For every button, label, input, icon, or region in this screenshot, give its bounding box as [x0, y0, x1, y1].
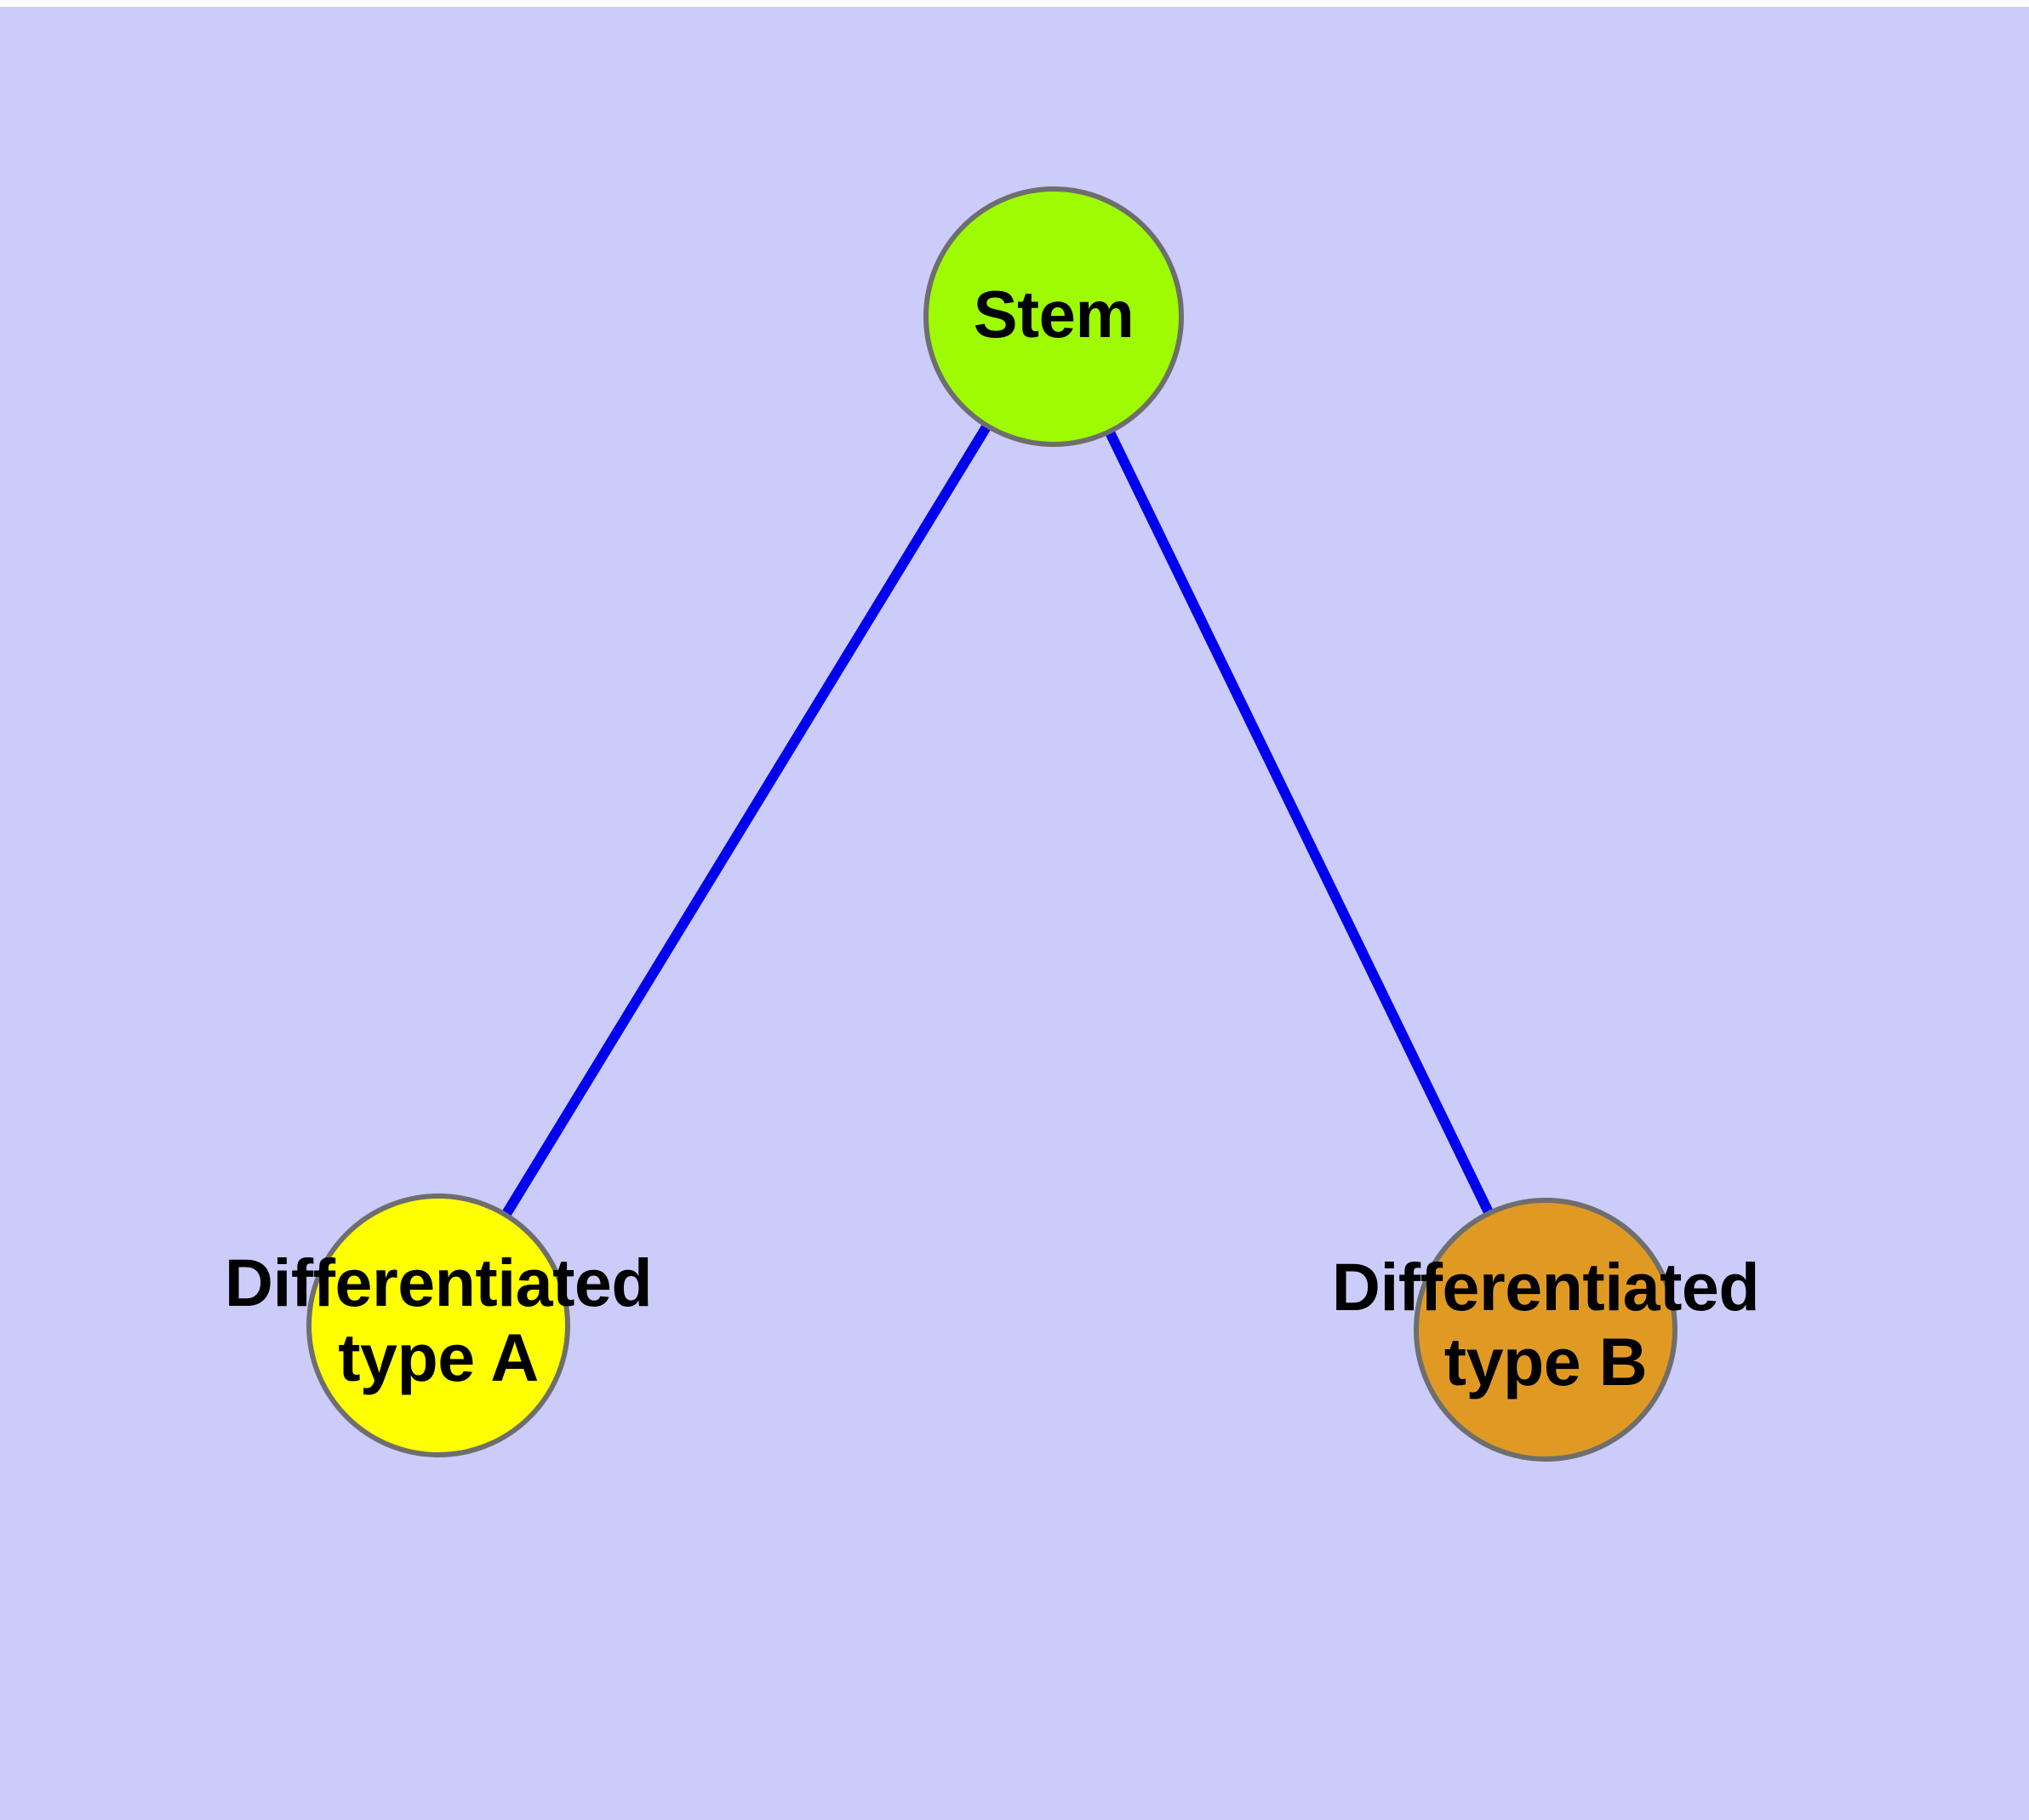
edge-layer — [499, 420, 1495, 1221]
graph-edge-stem-to-b — [1103, 426, 1495, 1219]
graph-node-diff_b[interactable] — [1414, 1198, 1677, 1462]
node-layer — [306, 186, 1677, 1462]
graph-node-diff_a[interactable] — [306, 1193, 570, 1457]
graph-node-stem[interactable] — [923, 186, 1184, 447]
graph-edge-stem-to-a — [499, 420, 994, 1221]
